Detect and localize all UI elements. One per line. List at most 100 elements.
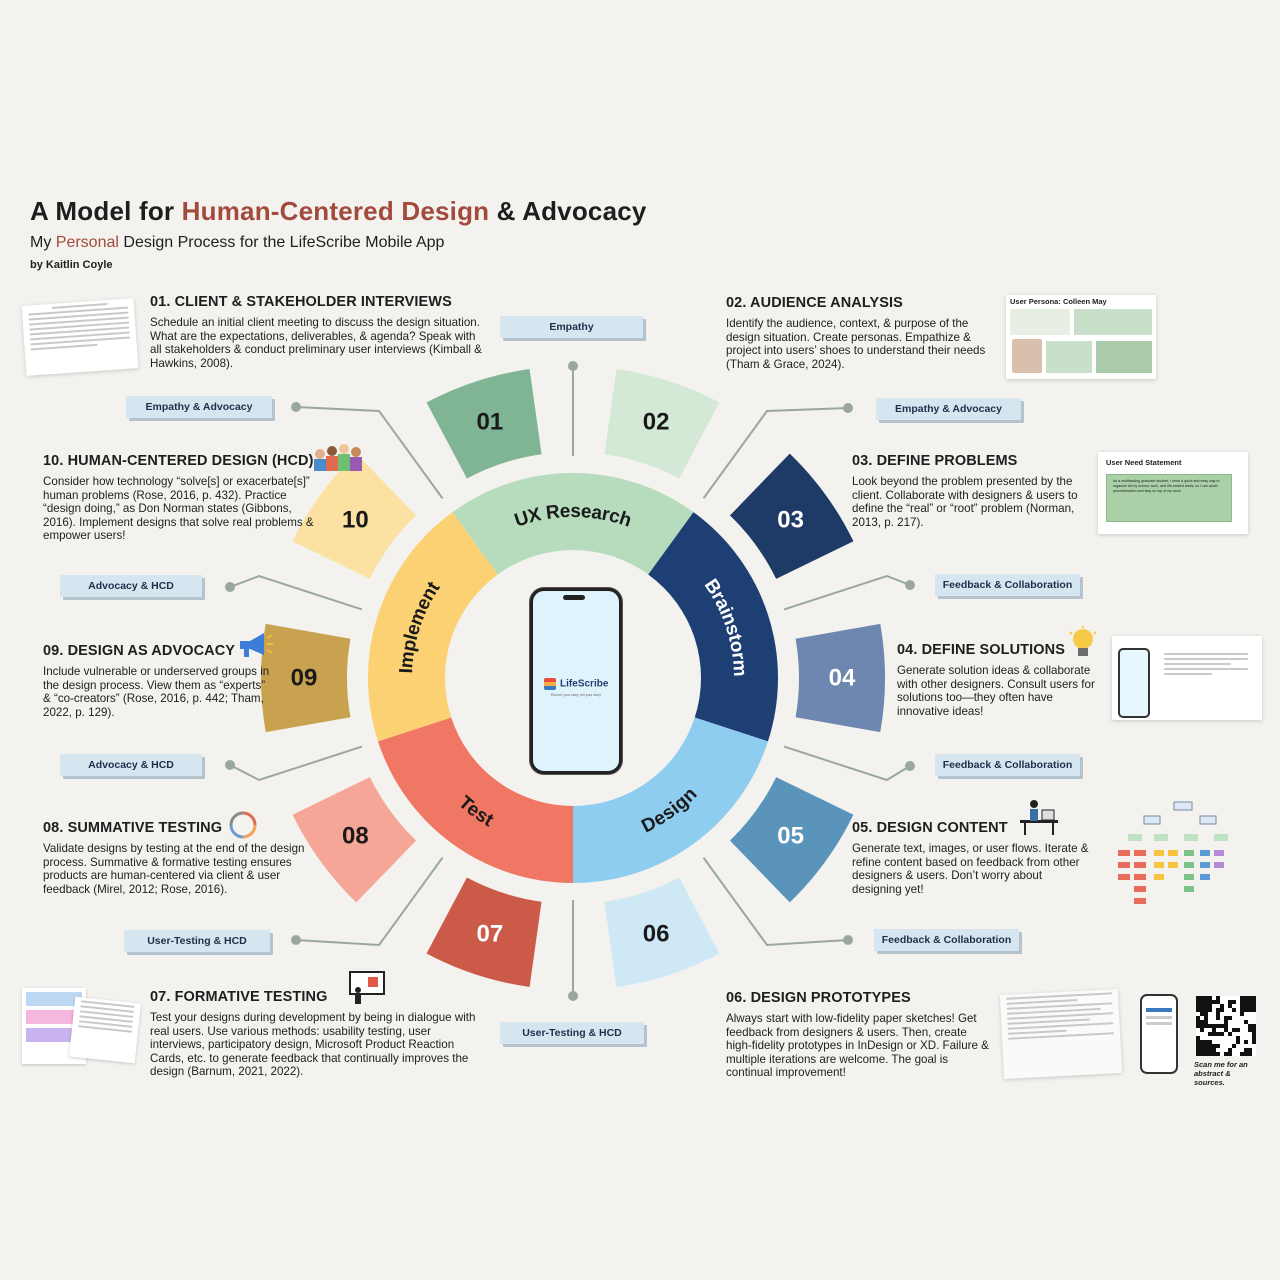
megaphone-icon	[236, 630, 274, 665]
connector-line	[295, 406, 444, 499]
qr-caption: Scan me for an abstract & sources.	[1194, 1060, 1248, 1087]
step-number: 05	[777, 823, 804, 850]
byline: by Kaitlin Coyle	[30, 259, 113, 271]
tag-feedback-collaboration-2: Feedback & Collaboration	[935, 754, 1080, 776]
lightbulb-icon	[1068, 626, 1098, 667]
section-04-body: Generate solution ideas & collaborate wi…	[897, 664, 1095, 718]
section-09-body: Include vulnerable or underserved groups…	[43, 665, 270, 719]
connector-dot	[905, 580, 915, 590]
tag-feedback-collaboration-1: Feedback & Collaboration	[935, 574, 1080, 596]
section-06: 06. DESIGN PROTOTYPES Always start with …	[726, 990, 991, 1080]
phase-segment	[378, 717, 573, 883]
step-number-segment	[426, 369, 542, 479]
connector-line	[295, 857, 444, 947]
tag-user-testing-bottom: User-Testing & HCD	[500, 1022, 644, 1044]
step-number-segment	[795, 623, 886, 733]
section-03-heading: 03. DEFINE PROBLEMS	[852, 453, 1018, 469]
section-09: 09. DESIGN AS ADVOCACY Include vulnerabl…	[43, 643, 273, 719]
phone-mockup: LifeScribe Record your story, tell your …	[530, 588, 622, 774]
section-07-heading: 07. FORMATIVE TESTING	[150, 989, 328, 1005]
step-number: 01	[477, 409, 504, 436]
people-group-icon	[310, 440, 364, 477]
step-number-segment	[604, 369, 720, 479]
section-02-body: Identify the audience, context, & purpos…	[726, 317, 986, 371]
persona-photo	[1012, 339, 1042, 373]
section-03: 03. DEFINE PROBLEMS Look beyond the prob…	[852, 453, 1084, 529]
phase-segment	[452, 472, 694, 575]
testing-cards-thumbnail	[22, 988, 142, 1072]
phase-segment	[648, 512, 779, 742]
section-01-body: Schedule an initial client meeting to di…	[150, 316, 482, 370]
step-number: 03	[777, 506, 804, 533]
paper-sketches-thumbnail	[999, 988, 1123, 1080]
connector-dot	[905, 761, 915, 771]
section-04: 04. DEFINE SOLUTIONS Generate solution i…	[897, 642, 1097, 718]
section-10: 10. HUMAN-CENTERED DESIGN (HCD) Consider…	[43, 453, 323, 543]
section-03-body: Look beyond the problem presented by the…	[852, 475, 1078, 529]
tag-advocacy-hcd-1: Advocacy & HCD	[60, 575, 202, 597]
connector-line	[229, 574, 363, 611]
section-05-body: Generate text, images, or user flows. It…	[852, 842, 1089, 896]
section-07-body: Test your designs during development by …	[150, 1011, 476, 1079]
section-05-heading: 05. DESIGN CONTENT	[852, 820, 1008, 836]
section-06-body: Always start with low-fidelity paper ske…	[726, 1012, 989, 1080]
phase-segment	[573, 717, 768, 883]
section-01-heading: 01. CLIENT & STAKEHOLDER INTERVIEWS	[150, 294, 452, 310]
section-07: 07. FORMATIVE TESTING Test your designs …	[150, 989, 480, 1079]
refresh-cycle-icon	[228, 810, 258, 845]
section-06-heading: 06. DESIGN PROTOTYPES	[726, 990, 911, 1006]
tag-advocacy-hcd-2: Advocacy & HCD	[60, 754, 202, 776]
person-at-desk-icon	[1018, 798, 1060, 841]
app-logo: LifeScribe Record your story, tell your …	[541, 675, 611, 697]
app-logo-icon	[543, 677, 556, 690]
step-number-segment	[261, 623, 351, 733]
section-08: 08. SUMMATIVE TESTING Validate designs b…	[43, 820, 323, 896]
section-04-heading: 04. DEFINE SOLUTIONS	[897, 642, 1065, 658]
connector-dot	[225, 582, 235, 592]
qr-code-icon	[1196, 996, 1256, 1056]
user-flow-diagram-thumbnail	[1114, 798, 1264, 918]
step-number: 07	[477, 920, 504, 947]
interview-questions-thumbnail	[21, 298, 139, 376]
page-title: A Model for Human-Centered Design & Advo…	[30, 196, 647, 226]
step-number: 06	[643, 920, 670, 947]
step-number: 09	[291, 665, 318, 692]
section-02-heading: 02. AUDIENCE ANALYSIS	[726, 295, 903, 311]
hifi-prototype-phone	[1140, 994, 1178, 1074]
step-number-segment	[292, 453, 417, 579]
connector-dot	[843, 935, 853, 945]
section-08-heading: 08. SUMMATIVE TESTING	[43, 820, 223, 836]
persona-needs-block	[1046, 341, 1092, 373]
persona-frustrations-block	[1096, 341, 1152, 373]
step-number: 04	[829, 665, 856, 692]
tag-empathy-advocacy-right: Empathy & Advocacy	[876, 398, 1021, 420]
section-05: 05. DESIGN CONTENT Generate text, images…	[852, 820, 1092, 896]
tag-empathy: Empathy	[500, 316, 643, 338]
section-01: 01. CLIENT & STAKEHOLDER INTERVIEWS Sche…	[150, 294, 490, 370]
connector-line	[229, 745, 363, 782]
user-need-statement-thumbnail: User Need Statement As a multitasking gr…	[1098, 452, 1248, 534]
section-10-heading: 10. HUMAN-CENTERED DESIGN (HCD)	[43, 453, 314, 469]
step-number-segment	[292, 777, 417, 903]
connector-dot	[568, 991, 578, 1001]
phase-segment	[368, 512, 498, 742]
step-number-segment	[729, 453, 854, 579]
user-persona-thumbnail: User Persona: Colleen May	[1006, 295, 1156, 379]
step-number: 08	[342, 823, 369, 850]
phone-notch	[563, 595, 585, 600]
sketch-phone	[1118, 648, 1150, 718]
step-number: 02	[643, 409, 670, 436]
connector-line	[702, 857, 849, 947]
presenter-icon	[344, 970, 388, 1011]
tag-empathy-advocacy-left: Empathy & Advocacy	[126, 396, 272, 418]
need-statement-quote: As a multitasking graduate student, I ne…	[1106, 474, 1232, 522]
step-number-segment	[426, 877, 542, 987]
section-02: 02. AUDIENCE ANALYSIS Identify the audie…	[726, 295, 996, 371]
tag-feedback-collaboration-3: Feedback & Collaboration	[874, 929, 1019, 951]
section-09-heading: 09. DESIGN AS ADVOCACY	[43, 643, 236, 659]
connector-dot	[225, 760, 235, 770]
connector-dot	[291, 935, 301, 945]
section-10-body: Consider how technology “solve[s] or exa…	[43, 475, 314, 543]
connector-line	[783, 745, 911, 782]
step-number: 10	[342, 506, 369, 533]
